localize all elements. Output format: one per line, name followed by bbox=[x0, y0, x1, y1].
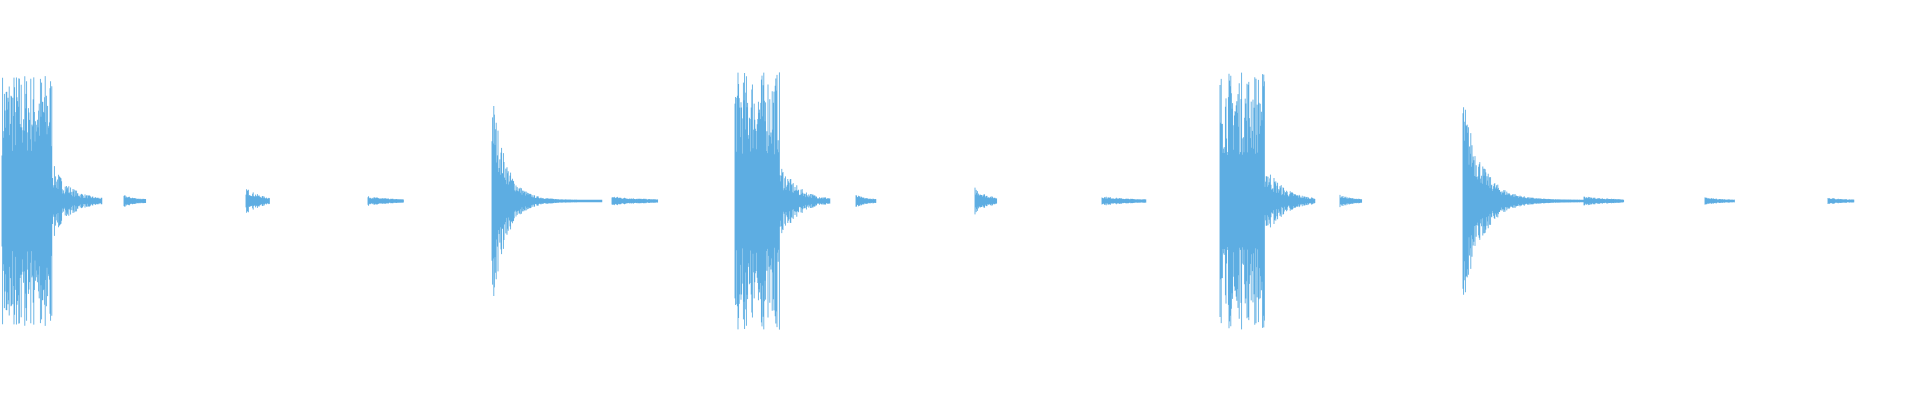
waveform-event-blip bbox=[1583, 196, 1625, 206]
waveform-trace bbox=[734, 72, 831, 330]
waveform-trace bbox=[123, 195, 147, 207]
waveform-event-blip bbox=[245, 189, 270, 213]
waveform-trace bbox=[611, 196, 659, 206]
waveform-trace bbox=[1827, 198, 1855, 204]
waveform-event-blip bbox=[1827, 198, 1855, 204]
waveform-trace bbox=[1339, 194, 1363, 208]
waveform-event-burst bbox=[734, 72, 831, 330]
waveform-trace bbox=[974, 187, 998, 215]
waveform-trace bbox=[1219, 72, 1316, 330]
waveform-event-blip bbox=[974, 187, 998, 215]
waveform-trace bbox=[1, 76, 103, 326]
waveform-event-blip bbox=[1339, 194, 1363, 208]
waveform-trace bbox=[367, 196, 404, 206]
waveform-event-burst bbox=[1219, 72, 1316, 330]
waveform-event-burst bbox=[1, 76, 103, 326]
waveform-trace bbox=[245, 189, 270, 213]
waveform-trace bbox=[1704, 197, 1735, 205]
waveform-event-spike bbox=[491, 106, 603, 296]
waveform-event-blip bbox=[855, 195, 877, 207]
waveform-trace bbox=[1101, 196, 1147, 206]
waveform-event-blip bbox=[123, 195, 147, 207]
waveform-trace bbox=[491, 106, 603, 296]
waveform-trace bbox=[1583, 196, 1625, 206]
waveform-trace bbox=[855, 195, 877, 207]
waveform-event-blip bbox=[367, 196, 404, 206]
waveform-event-blip bbox=[611, 196, 659, 206]
waveform-event-blip bbox=[1704, 197, 1735, 205]
waveform-event-blip bbox=[1101, 196, 1147, 206]
